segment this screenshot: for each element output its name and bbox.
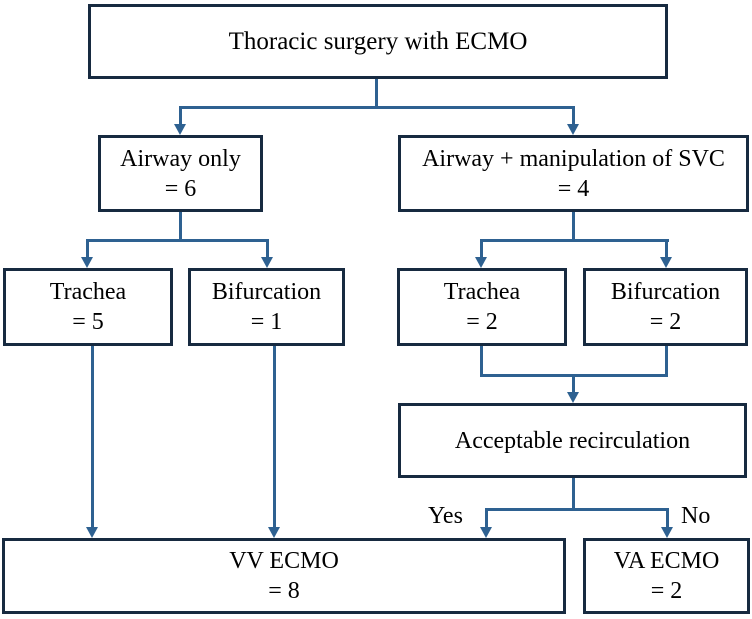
node-label: Acceptable recirculation [454, 427, 691, 454]
edge-bifurcation-left-to-vv [273, 346, 276, 527]
edge-airway-only-split-bar [86, 239, 269, 242]
node-thoracic-surgery-with-ecmo: Thoracic surgery with ECMO [88, 4, 668, 79]
node-count: = 4 [557, 175, 590, 202]
arrow-down-icon [86, 527, 98, 538]
edge-trachea-right-merge [480, 346, 483, 377]
edge-to-airway-svc [572, 106, 575, 124]
node-label: Trachea [49, 279, 127, 305]
node-label: Airway only [120, 145, 241, 172]
node-bifurcation-airway-svc: Bifurcation = 2 [583, 268, 748, 346]
arrow-down-icon [268, 527, 280, 538]
node-count: = 2 [466, 309, 498, 335]
edge-label-yes: Yes [428, 503, 463, 529]
arrow-down-icon [567, 124, 579, 135]
arrow-down-icon [174, 124, 186, 135]
node-label: Trachea [443, 279, 521, 305]
edge-root-stem [375, 79, 378, 108]
node-count: = 5 [72, 309, 104, 335]
node-acceptable-recirculation: Acceptable recirculation [398, 403, 747, 478]
node-trachea-airway-only: Trachea = 5 [3, 268, 173, 346]
edge-trachea-left-to-vv [91, 346, 94, 527]
node-trachea-airway-svc: Trachea = 2 [397, 268, 567, 346]
edge-yes-to-vv [485, 508, 488, 527]
arrow-down-icon [661, 527, 673, 538]
node-bifurcation-airway-only: Bifurcation = 1 [188, 268, 345, 346]
arrow-down-icon [480, 527, 492, 538]
edge-label-no: No [681, 503, 711, 529]
edge-to-recirculation [572, 374, 575, 392]
node-count: = 2 [649, 309, 682, 335]
edge-to-bifurcation-left [266, 239, 269, 257]
edge-to-bifurcation-right [665, 239, 668, 257]
node-label: Bifurcation [610, 279, 721, 305]
node-vv-ecmo: VV ECMO = 8 [2, 538, 566, 614]
edge-recirculation-stem [572, 478, 575, 511]
node-label: Thoracic surgery with ECMO [228, 27, 528, 55]
edge-airway-svc-stem [572, 212, 575, 242]
edge-to-trachea-left [86, 239, 89, 257]
edge-bifurcation-right-merge [665, 346, 668, 377]
node-label: Airway + manipulation of SVC [422, 145, 725, 172]
arrow-down-icon [261, 257, 273, 268]
node-label: VA ECMO [613, 548, 720, 574]
node-label: VV ECMO [229, 548, 339, 574]
arrow-down-icon [567, 392, 579, 403]
node-count: = 1 [250, 309, 283, 335]
node-label: Bifurcation [211, 279, 322, 305]
node-va-ecmo: VA ECMO = 2 [583, 538, 750, 614]
arrow-down-icon [475, 257, 487, 268]
edge-yes-no-bar [485, 508, 669, 511]
edge-airway-only-stem [179, 212, 182, 242]
node-count: = 2 [650, 578, 683, 604]
edge-to-airway-only [179, 106, 182, 124]
edge-airway-svc-split-bar [480, 239, 669, 242]
edge-no-to-va [666, 508, 669, 527]
node-count: = 8 [268, 578, 300, 604]
node-airway-only: Airway only = 6 [98, 135, 263, 212]
arrow-down-icon [81, 257, 93, 268]
node-count: = 6 [164, 175, 197, 202]
node-airway-plus-svc: Airway + manipulation of SVC = 4 [398, 135, 749, 212]
arrow-down-icon [660, 257, 672, 268]
edge-to-trachea-right [480, 239, 483, 257]
edge-root-split-bar [179, 106, 575, 109]
